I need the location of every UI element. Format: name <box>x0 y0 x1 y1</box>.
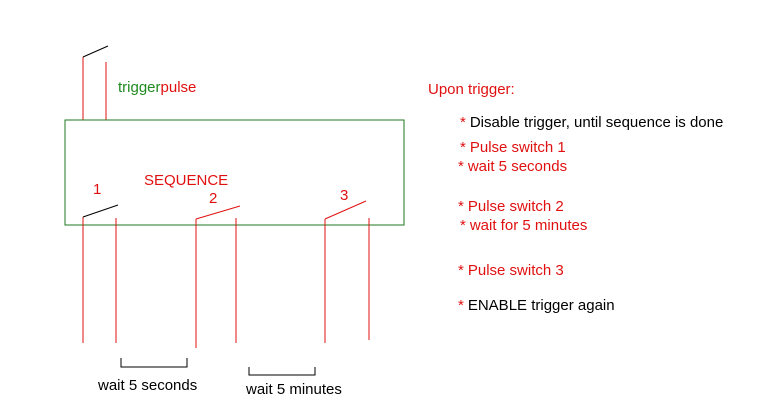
switch-1-label: 1 <box>93 181 102 198</box>
bullet-star: * <box>458 198 464 215</box>
note-text: Pulse switch 2 <box>467 198 564 215</box>
trigger-word: trigger <box>118 79 161 96</box>
interval-bracket-2 <box>248 367 316 376</box>
interval-label-1: wait 5 seconds <box>98 377 198 394</box>
note-item: *Pulse switch 1 <box>460 139 566 157</box>
note-item: *Pulse switch 2 <box>458 198 564 216</box>
sequence-box <box>64 119 405 226</box>
trigger-switch-arm <box>82 45 109 58</box>
switch-3-label: 3 <box>340 187 349 204</box>
switch-2-arm <box>195 205 241 220</box>
switch-2-label: 2 <box>209 190 218 207</box>
note-text: Pulse switch 3 <box>467 262 564 279</box>
note-item: *Pulse switch 3 <box>458 262 564 280</box>
bullet-star: * <box>458 262 464 279</box>
bullet-star: * <box>458 297 464 314</box>
note-text: Disable trigger, until sequence is done <box>469 114 724 131</box>
note-text: wait for 5 minutes <box>469 217 588 234</box>
note-text: Pulse switch 1 <box>469 139 566 156</box>
note-item: *wait for 5 minutes <box>460 217 587 235</box>
notes-heading: Upon trigger: <box>428 81 515 98</box>
note-item: *ENABLE trigger again <box>458 297 615 315</box>
interval-label-2: wait 5 minutes <box>246 381 342 398</box>
note-item: *Disable trigger, until sequence is done <box>460 114 723 132</box>
bullet-star: * <box>460 217 466 234</box>
note-text: ENABLE trigger again <box>467 297 615 314</box>
pulse-word: pulse <box>160 79 197 96</box>
note-text: wait 5 seconds <box>467 158 568 175</box>
bullet-star: * <box>460 114 466 131</box>
interval-bracket-1 <box>120 358 188 368</box>
switch-3-arm <box>324 200 367 220</box>
trigger-pulse-label: triggerpulse <box>118 79 196 97</box>
bullet-star: * <box>460 139 466 156</box>
sequence-label: SEQUENCE <box>144 172 229 189</box>
switch-1-arm <box>82 204 119 218</box>
note-item: *wait 5 seconds <box>458 158 567 176</box>
bullet-star: * <box>458 158 464 175</box>
